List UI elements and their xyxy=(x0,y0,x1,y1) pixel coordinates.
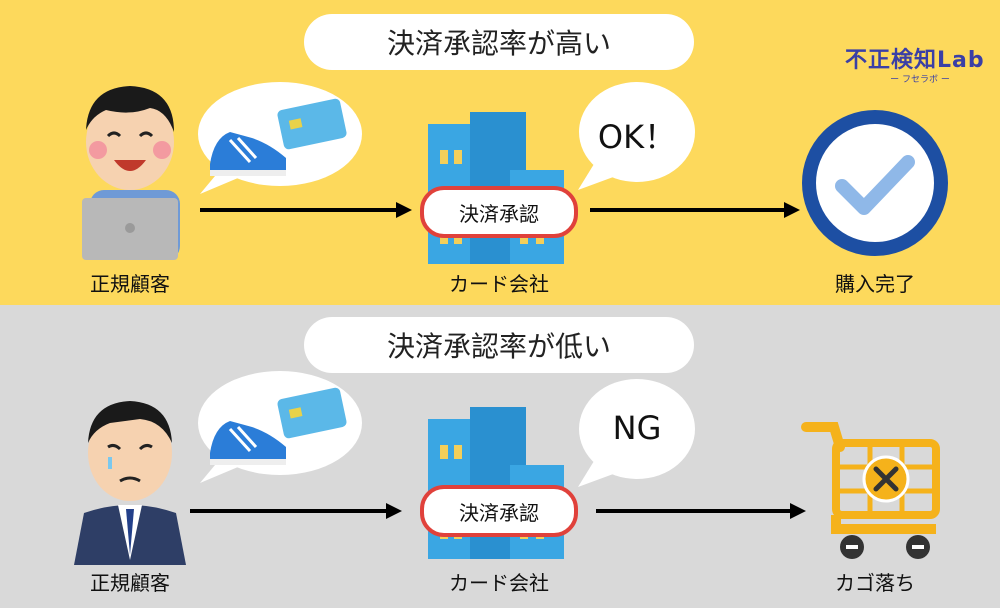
arrow-company-to-result xyxy=(590,202,800,218)
response-text: OK！ xyxy=(597,118,677,156)
check-mark-icon xyxy=(802,110,948,256)
customer-label: 正規顧客 xyxy=(90,272,170,296)
response-speech-bubble xyxy=(578,82,695,190)
logo-sub-text: ー フセラボ ー xyxy=(890,75,950,85)
logo: 不正検知Lab ー フセラボ ー xyxy=(845,42,995,85)
response-text-low: NG xyxy=(612,409,662,447)
arrow-customer-to-company xyxy=(200,202,412,218)
customer-label-low: 正規顧客 xyxy=(90,571,170,595)
purchase-speech-bubble xyxy=(198,82,362,194)
approval-badge-low: 決済承認 xyxy=(420,485,578,537)
response-speech-bubble-low xyxy=(578,379,695,487)
sad-customer-icon xyxy=(74,401,186,565)
high-approval-title: 決済承認率が高い xyxy=(304,14,694,70)
low-approval-panel: 決済承認率が低い 正規顧客 xyxy=(0,305,1000,608)
approval-badge: 決済承認 xyxy=(420,186,578,238)
cart-abandon-icon xyxy=(801,422,940,559)
card-company-label-low: カード会社 xyxy=(449,571,549,595)
arrow-customer-to-company-low xyxy=(190,503,402,519)
happy-customer-icon xyxy=(82,86,180,260)
high-approval-panel: 決済承認率が高い 不正検知Lab ー フセラボ ー 正規顧客 xyxy=(0,0,1000,305)
card-company-label: カード会社 xyxy=(449,272,549,296)
low-approval-title: 決済承認率が低い xyxy=(304,317,694,373)
result-label: 購入完了 xyxy=(835,272,915,296)
result-label-low: カゴ落ち xyxy=(835,571,915,595)
logo-main-text: 不正検知Lab xyxy=(845,48,985,73)
purchase-speech-bubble-low xyxy=(198,371,362,483)
arrow-company-to-result-low xyxy=(596,503,806,519)
